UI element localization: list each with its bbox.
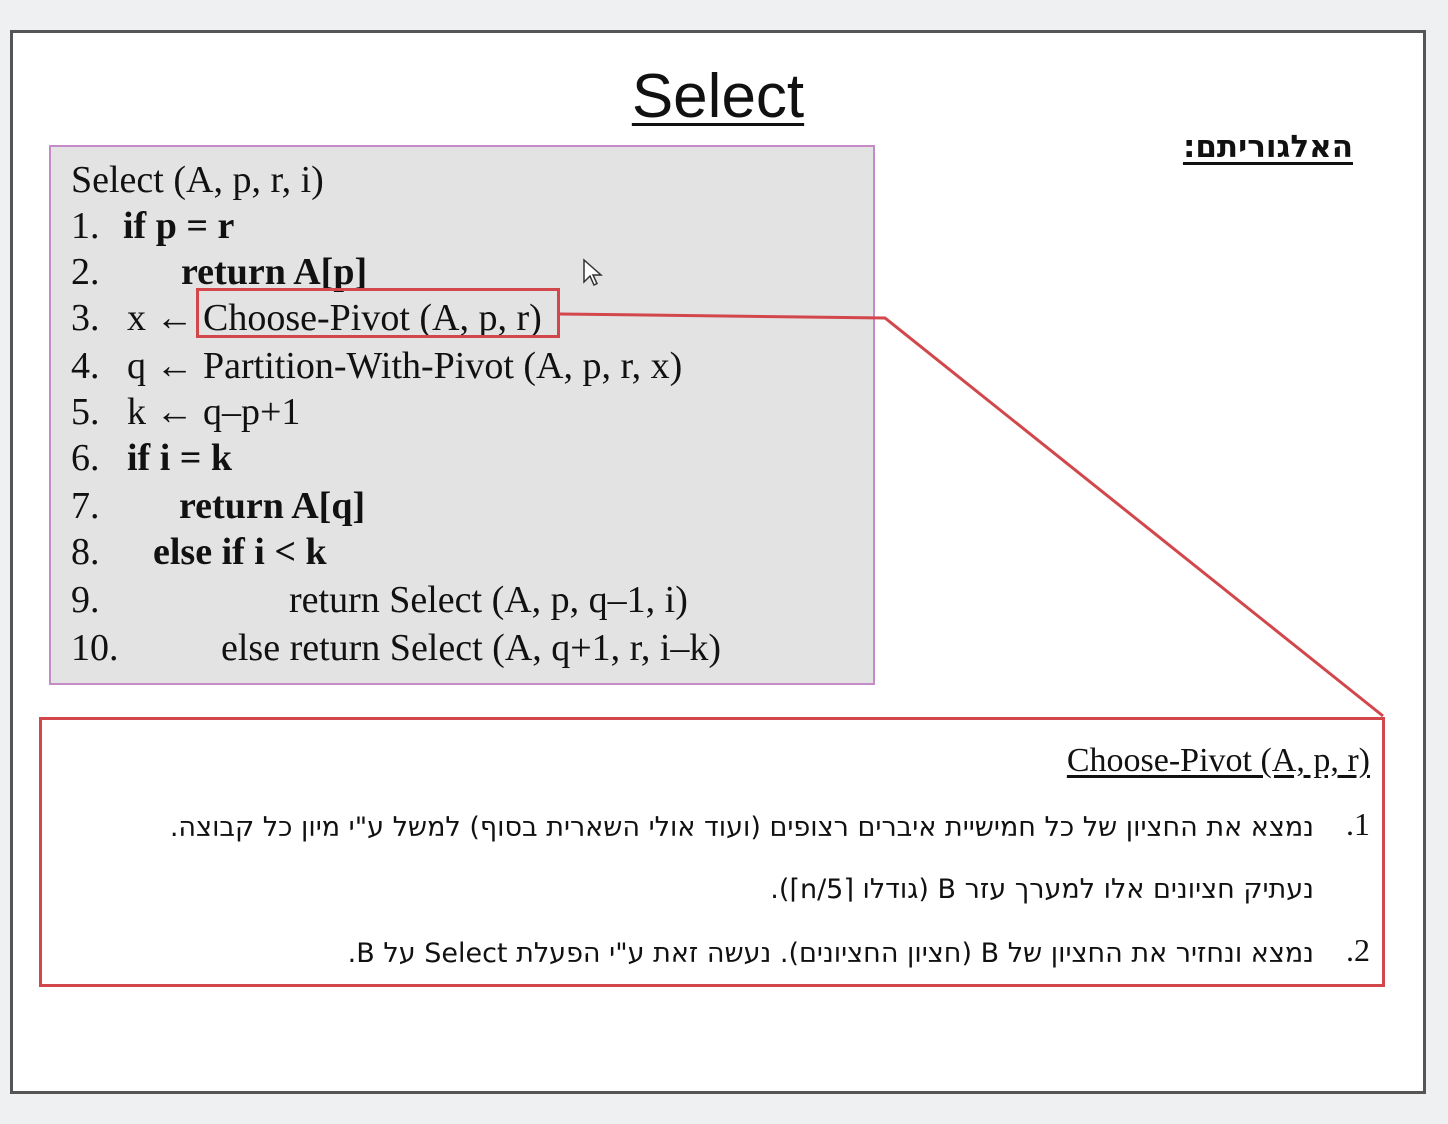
mouse-cursor-icon — [583, 258, 603, 287]
choose-pivot-title: Choose-Pivot (A, p, r) — [1066, 742, 1370, 779]
step-number: .2 — [1346, 932, 1370, 968]
step-2-text: נמצא ונחזיר את החציון של B (חציון החציונ… — [347, 938, 1314, 969]
line-number: 3. — [71, 297, 100, 339]
code-header-text: Select (A, p, r, i) — [71, 159, 324, 201]
step-number: .1 — [1346, 806, 1370, 842]
line-text: return A[p] — [181, 251, 368, 293]
line-number: 9. — [71, 579, 100, 621]
line-text: else if i < k — [153, 531, 327, 573]
line-number: 6. — [71, 437, 100, 479]
line-text: return A[q] — [179, 485, 366, 527]
line-text: q ← Partition-With-Pivot (A, p, r, x) — [127, 345, 683, 387]
line-number: 8. — [71, 531, 100, 573]
step-1-continuation: נעתיק חציונים אלו למערך עזר B (גודלו ⌈n/… — [770, 874, 1314, 905]
line-number: 4. — [71, 345, 100, 387]
page-title: Select — [631, 62, 805, 131]
line-text: if i = k — [127, 437, 233, 479]
algorithm-code-box: Select (A, p, r, i) 1. if p = r 2. retur… — [49, 145, 875, 685]
code-header: Select (A, p, r, i) — [71, 157, 324, 203]
line-number: 5. — [71, 391, 100, 433]
line-number: 7. — [71, 485, 100, 527]
line-number: 1. — [71, 205, 100, 247]
line-number: 10. — [71, 627, 119, 669]
choose-pivot-highlight — [196, 288, 560, 338]
line-text: return Select (A, p, q–1, i) — [289, 579, 688, 621]
line-text: k ← q–p+1 — [127, 391, 301, 433]
slide: Select האלגוריתם: Select (A, p, r, i) 1.… — [10, 30, 1426, 1094]
line-text: if p = r — [123, 205, 235, 247]
choose-pivot-box: Choose-Pivot (A, p, r) .1 נמצא את החציון… — [39, 717, 1385, 987]
step-1-text: נמצא את החציון של כל חמישיית איברים רצופ… — [169, 812, 1314, 843]
algorithm-label: האלגוריתם: — [1182, 129, 1353, 165]
line-text: else return Select (A, q+1, r, i–k) — [221, 627, 722, 669]
line-number: 2. — [71, 251, 100, 293]
